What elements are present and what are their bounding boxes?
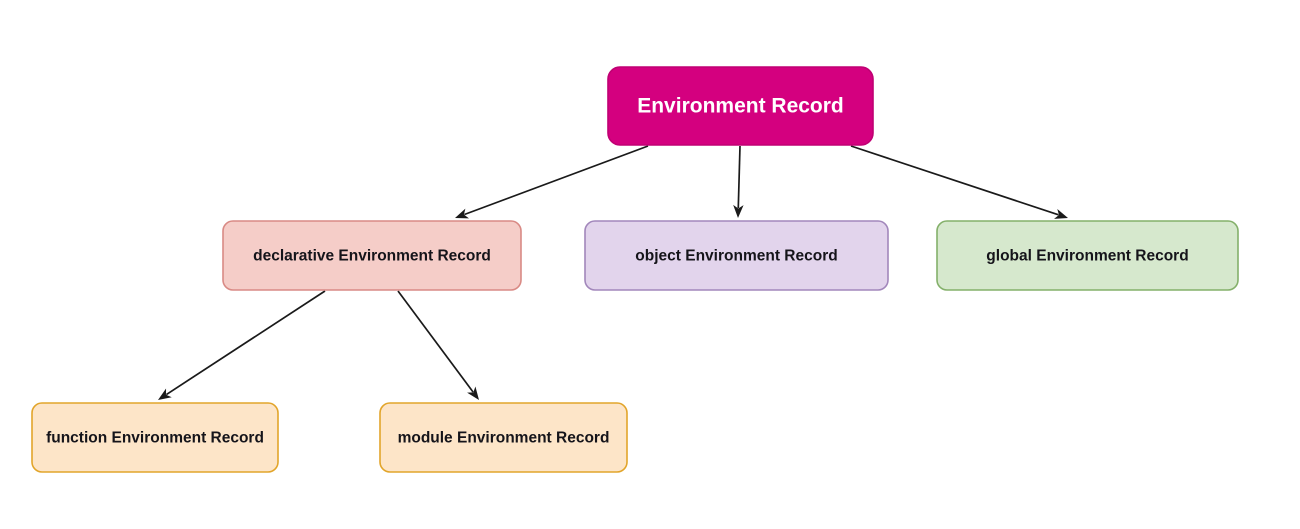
node-box-module[interactable] <box>379 402 628 473</box>
node-label-global: global Environment Record <box>986 248 1188 265</box>
edge-line <box>165 290 326 396</box>
node-box-object[interactable] <box>584 220 889 291</box>
node-function[interactable]: function Environment Record <box>31 402 279 473</box>
edge-root-to-declarative <box>455 145 649 219</box>
edge-arrowhead <box>158 388 172 400</box>
edge-declarative-to-function <box>158 290 326 400</box>
node-object[interactable]: object Environment Record <box>584 220 889 291</box>
edge-arrowhead <box>467 386 479 400</box>
node-box-global[interactable] <box>936 220 1239 291</box>
node-label-module: module Environment Record <box>398 430 610 447</box>
node-declarative[interactable]: declarative Environment Record <box>222 220 522 291</box>
node-label-function: function Environment Record <box>46 430 264 447</box>
edge-line <box>464 145 649 216</box>
node-label-root: Environment Record <box>637 95 844 118</box>
node-root[interactable]: Environment Record <box>607 66 874 146</box>
node-box-root[interactable] <box>607 66 874 146</box>
edge-root-to-global <box>850 145 1068 219</box>
nodes-layer: Environment Record declarative Environmen… <box>31 66 1239 473</box>
edge-line <box>397 290 474 393</box>
edge-line <box>850 145 1059 216</box>
node-global[interactable]: global Environment Record <box>936 220 1239 291</box>
edge-line <box>737 145 741 209</box>
node-module[interactable]: module Environment Record <box>379 402 628 473</box>
edge-declarative-to-module <box>397 290 479 400</box>
node-label-object: object Environment Record <box>635 248 837 265</box>
edge-arrowhead <box>733 204 744 218</box>
node-label-declarative: declarative Environment Record <box>253 248 491 265</box>
edge-arrowhead <box>1054 208 1068 219</box>
node-box-function[interactable] <box>31 402 279 473</box>
edge-root-to-object <box>733 145 744 218</box>
edge-arrowhead <box>455 208 469 219</box>
node-box-declarative[interactable] <box>222 220 522 291</box>
edges-layer <box>158 145 1068 400</box>
